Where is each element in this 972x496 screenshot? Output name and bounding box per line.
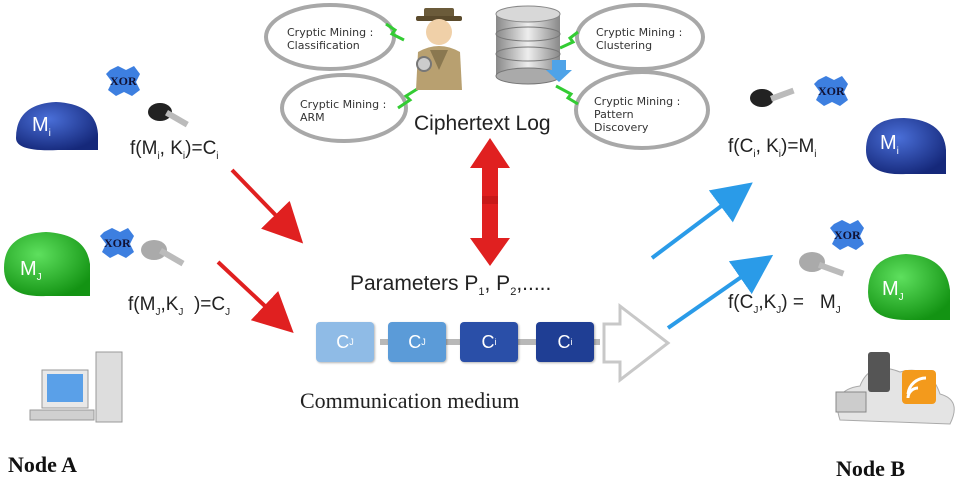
ellipse-pattern [574, 70, 710, 150]
msg-a-j: MJ [20, 258, 42, 283]
communication-arrow [602, 302, 671, 384]
ellipse-arm [280, 73, 408, 143]
label-clustering: Cryptic Mining :Clustering [596, 26, 683, 52]
bubble-a-i [16, 102, 98, 151]
bubble-b-j [868, 254, 950, 320]
xor-b-i: XOR [818, 84, 845, 98]
computer-icon [29, 351, 123, 423]
msg-a-i: Mi [32, 114, 51, 139]
label-arm: Cryptic Mining :ARM [300, 98, 387, 124]
ciphertext-log-label: Ciphertext Log [414, 112, 551, 135]
xor-b-j: XOR [834, 228, 861, 242]
formula-a-i: f(Mi, Ki)=Ci [130, 138, 219, 162]
formula-b-j: f(CJ,KJ) = MJ [728, 292, 841, 316]
formula-a-j: f(MJ,KJ )=CJ [128, 294, 231, 318]
ellipse-classification [264, 3, 396, 71]
parameters-label: Parameters P1, P2,..... [350, 272, 552, 299]
label-classification: Cryptic Mining :Classification [287, 26, 374, 52]
msg-b-j: MJ [882, 278, 904, 303]
key-icon [141, 87, 845, 277]
blue-arrow-top [650, 182, 753, 260]
bubble-b-i [866, 118, 946, 175]
ellipse-clustering [575, 3, 705, 71]
lightning-links [385, 22, 579, 110]
red-arrow-bottom [216, 260, 294, 333]
red-arrow-top [230, 168, 304, 244]
blue-arrow-bottom [666, 254, 774, 330]
mining-ellipses [264, 3, 710, 150]
wireless-devices-icon [835, 352, 955, 425]
communication-medium-label: Communication medium [300, 388, 520, 413]
detective-icon [416, 8, 462, 90]
red-vertical-arrow [470, 138, 510, 266]
xor-a-j: XOR [104, 236, 131, 250]
database-icon [495, 5, 572, 85]
xor-badges [100, 66, 864, 258]
formula-b-i: f(Ci, Ki)=Mi [728, 136, 817, 160]
msg-b-i: Mi [880, 132, 899, 157]
bubble-a-j [4, 232, 90, 297]
node-a-label: Node A [8, 452, 78, 477]
xor-a-i: XOR [110, 74, 137, 88]
node-b-label: Node B [836, 456, 906, 481]
